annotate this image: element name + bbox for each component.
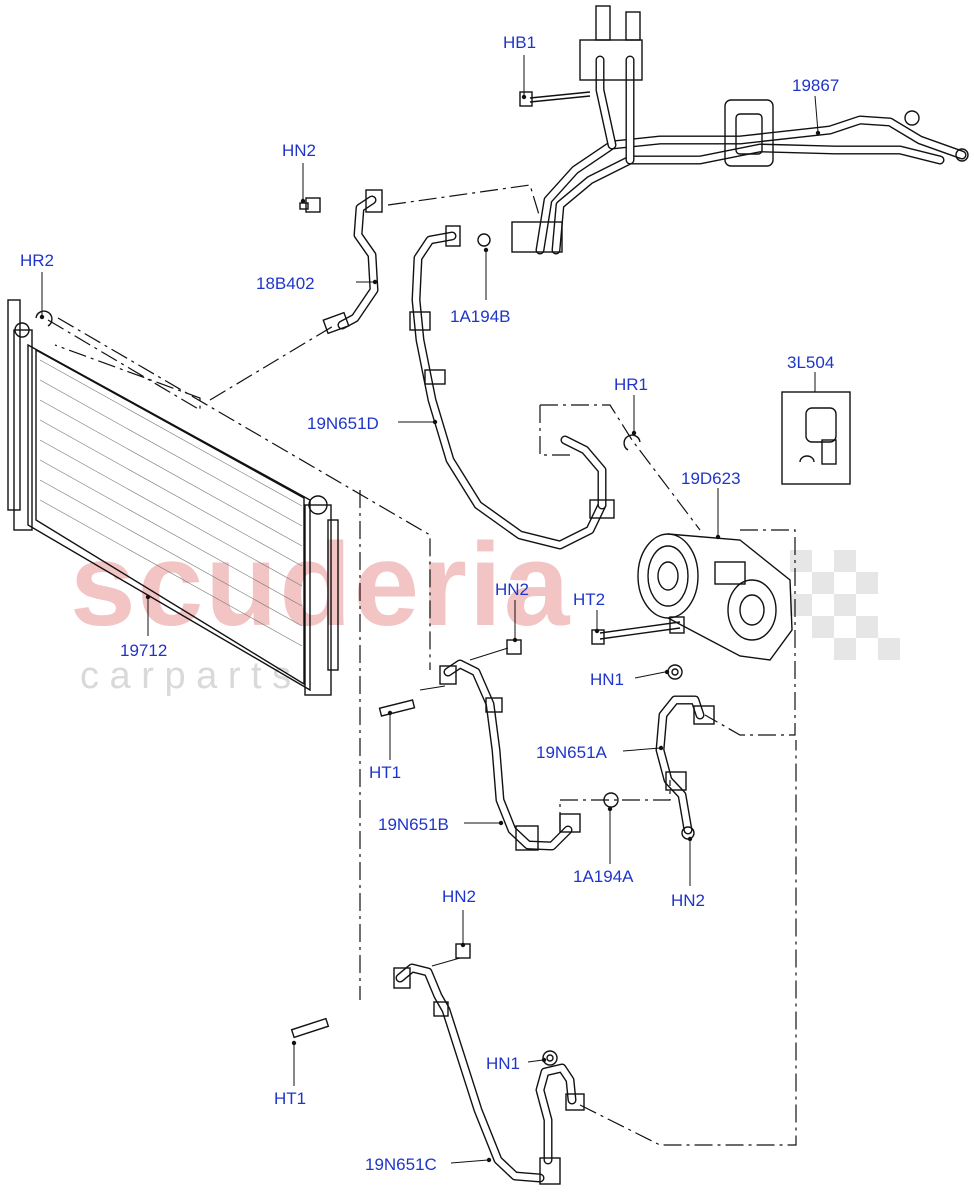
assembly-lines (47, 184, 797, 1146)
ht1-stud-low (290, 1017, 330, 1039)
callout-ht1-low: HT1 (274, 1089, 306, 1108)
callout-19n651c: 19N651C (365, 1155, 437, 1174)
callout-1a194a: 1A194A (573, 867, 634, 886)
callout-3l504: 3L504 (787, 353, 834, 372)
callout-ht1-mid: HT1 (369, 763, 401, 782)
ht2-bolt (591, 616, 685, 645)
callout-hn2-low: HN2 (442, 887, 476, 906)
callout-hn2-right: HN2 (671, 891, 705, 910)
pipe-18b402 (322, 189, 383, 335)
watermark-brand: scuderia (70, 519, 571, 651)
callout-hn2-mid: HN2 (495, 580, 529, 599)
callout-hn1-low: HN1 (486, 1054, 520, 1073)
hose-19n651c (393, 963, 585, 1185)
hn2-nut-top (299, 197, 321, 213)
callout-19867: 19867 (792, 76, 839, 95)
hose-19n651a (655, 695, 715, 840)
watermark: scuderia c a r p a r t s (70, 519, 900, 697)
o-ring-1a194b (477, 233, 491, 247)
compressor-19d623 (637, 533, 793, 661)
callout-ht2: HT2 (573, 590, 605, 609)
callout-hn2-top: HN2 (282, 141, 316, 160)
switch-3l504-box (781, 391, 851, 485)
hn2-nut-low (431, 943, 471, 967)
hb1-bolt (519, 91, 591, 107)
callout-19n651a: 19N651A (536, 743, 608, 762)
hr1-clip (623, 434, 641, 451)
condenser-19712 (7, 299, 339, 696)
callout-hr2: HR2 (20, 251, 54, 270)
callout-19n651d: 19N651D (307, 414, 379, 433)
ht1-stud-mid (378, 685, 446, 717)
leader-lines (39, 55, 821, 1164)
callout-hb1: HB1 (503, 33, 536, 52)
watermark-tagline: c a r p a r t s (80, 655, 291, 697)
callout-1a194b: 1A194B (450, 307, 511, 326)
callout-19712: 19712 (120, 641, 167, 660)
hn1-nut-low (542, 1050, 558, 1066)
callout-labels: HB1 19867 HN2 HR2 18B402 1A194B 3L504 HR… (20, 33, 839, 1174)
line-19867 (511, 5, 969, 255)
callout-hr1: HR1 (614, 375, 648, 394)
callout-19d623: 19D623 (681, 469, 741, 488)
callout-hn1-mid: HN1 (590, 670, 624, 689)
hr2-clip (35, 310, 53, 327)
hose-19n651d (409, 225, 615, 550)
hn1-nut-mid (667, 664, 683, 680)
callout-18b402: 18B402 (256, 274, 315, 293)
checkered-flag-icon (790, 550, 900, 660)
callout-19n651b: 19N651B (378, 815, 449, 834)
